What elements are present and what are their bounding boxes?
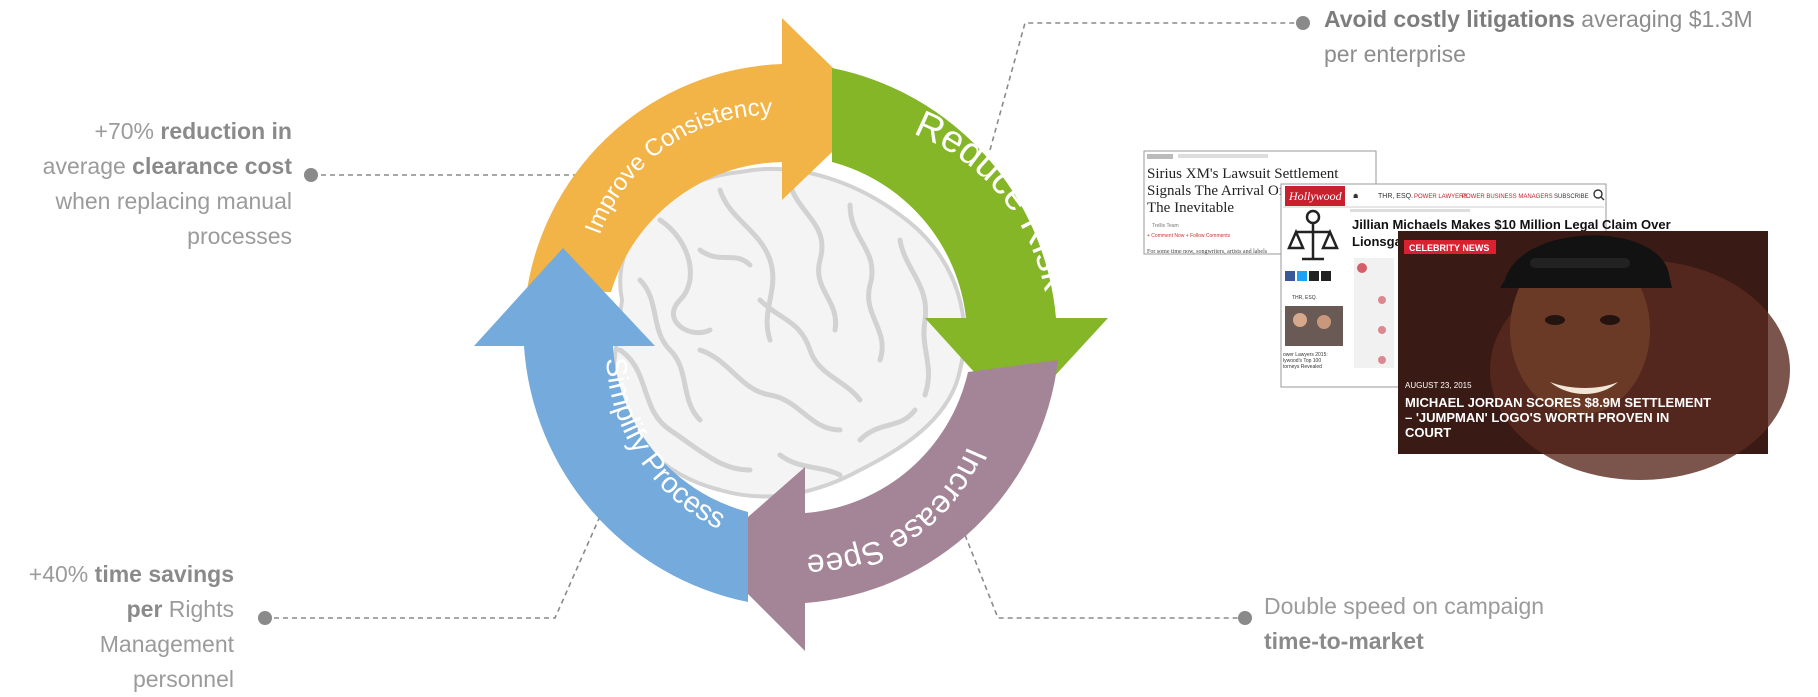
news-clippings: Sirius XM's Lawsuit Settlement Signals T… xyxy=(1143,150,1790,480)
article2-headline-1: Jillian Michaels Makes $10 Million Legal… xyxy=(1352,217,1671,232)
callout-line: Avoid costly litigations averaging $1.3M xyxy=(1324,2,1818,37)
article1-headline-3: The Inevitable xyxy=(1147,200,1234,216)
callout-line: time-to-market xyxy=(1264,624,1664,659)
callout-bold: time-to-market xyxy=(1264,628,1424,654)
callout-clearance-cost: +70% reduction in average clearance cost… xyxy=(0,114,292,254)
article2-side-label: THR, ESQ. xyxy=(1292,295,1317,301)
article3-badge: CELEBRITY NEWS xyxy=(1409,243,1489,253)
article1-byline: Trellis Team xyxy=(1152,223,1179,229)
article1-body: For some time now, songwriters, artists … xyxy=(1147,249,1268,255)
connector-top-right xyxy=(989,22,1300,151)
callout-text: Double speed on campaign xyxy=(1264,593,1545,619)
callout-line: per Rights xyxy=(0,592,234,627)
callout-text: average xyxy=(42,153,133,179)
share-icon xyxy=(1309,271,1319,281)
callout-line: when replacing manual xyxy=(0,184,292,219)
arrow-simplify-process xyxy=(474,248,748,602)
article3-date: AUGUST 23, 2015 xyxy=(1405,381,1472,390)
arrow-increase-speed xyxy=(707,360,1058,651)
article2-headline-2: Lionsgat xyxy=(1352,234,1407,249)
article2-caption-1: ower Lawyers 2015: xyxy=(1283,352,1328,358)
twitter-icon xyxy=(1297,271,1307,281)
article3-headline-2: – 'JUMPMAN' LOGO'S WORTH PROVEN IN xyxy=(1405,410,1669,425)
hollywood-nav-home: ☗ xyxy=(1353,193,1358,200)
callout-text: +70% xyxy=(94,118,161,144)
connector-dots xyxy=(258,16,1310,625)
dot-bottom-right xyxy=(1238,611,1252,625)
callout-line: personnel xyxy=(0,662,234,697)
arrow-improve-consistency xyxy=(527,18,876,292)
article1-links: + Comment Now + Follow Comments xyxy=(1147,233,1231,239)
scales-of-justice-icon xyxy=(1287,209,1339,261)
dot-top-left xyxy=(304,168,318,182)
callout-text: when replacing manual xyxy=(55,188,292,214)
email-icon xyxy=(1321,271,1331,281)
callout-line: processes xyxy=(0,219,292,254)
callout-text: averaging $1.3M xyxy=(1574,6,1753,32)
callout-text: Management xyxy=(99,631,234,657)
callout-line: +70% reduction in xyxy=(0,114,292,149)
callout-line: per enterprise xyxy=(1324,37,1818,72)
arrow-reduce-risk xyxy=(832,68,1108,418)
brain-illustration xyxy=(609,163,972,523)
hollywood-nav-3: POWER BUSINESS MANAGERS xyxy=(1462,194,1553,200)
article3-headline-3: COURT xyxy=(1405,425,1451,440)
callout-line: Management xyxy=(0,627,234,662)
callout-bold: clearance cost xyxy=(132,153,292,179)
hollywood-brand: Hollywood xyxy=(1288,189,1343,203)
article2-caption-3: torneys Revealed xyxy=(1283,364,1322,370)
article2-side-photo xyxy=(1285,306,1343,346)
callout-text: personnel xyxy=(132,666,234,692)
article1-headline-2: Signals The Arrival Of xyxy=(1147,183,1284,199)
hollywood-nav-4: SUBSCRIBE xyxy=(1554,194,1589,200)
article3-badge-bg xyxy=(1404,240,1496,254)
callout-line: average clearance cost xyxy=(0,149,292,184)
callout-bold: reduction in xyxy=(160,118,292,144)
callout-litigations: Avoid costly litigations averaging $1.3M… xyxy=(1324,2,1818,72)
callout-line: +40% time savings xyxy=(0,557,234,592)
connector-bottom-left xyxy=(265,504,606,619)
connector-lines xyxy=(265,22,1300,619)
hollywood-logo xyxy=(1285,186,1345,206)
hollywood-nav-1: THR, ESQ. xyxy=(1378,193,1413,200)
callout-text: processes xyxy=(187,223,292,249)
article3-headline-1: MICHAEL JORDAN SCORES $8.9M SETTLEMENT xyxy=(1405,395,1711,410)
hollywood-nav-2: POWER LAWYERS xyxy=(1414,194,1467,200)
facebook-icon xyxy=(1285,271,1295,281)
callout-text: Rights xyxy=(162,596,234,622)
callout-bold: time savings xyxy=(94,561,234,587)
search-icon xyxy=(1593,189,1603,199)
callout-bold: per xyxy=(126,596,163,622)
callout-time-to-market: Double speed on campaign time-to-market xyxy=(1264,589,1664,659)
cycle-arrows xyxy=(474,18,1108,651)
callout-time-savings: +40% time savings per Rights Management … xyxy=(0,557,234,697)
connector-bottom-right xyxy=(964,534,1242,619)
callout-text: per enterprise xyxy=(1324,41,1466,67)
dot-bottom-left xyxy=(258,611,272,625)
article1-headline-1: Sirius XM's Lawsuit Settlement xyxy=(1147,166,1339,182)
dot-top-right xyxy=(1296,16,1310,30)
callout-line: Double speed on campaign xyxy=(1264,589,1664,624)
callout-bold: Avoid costly litigations xyxy=(1324,6,1575,32)
callout-text: +40% xyxy=(28,561,95,587)
article2-caption-2: lywood's Top 100 xyxy=(1283,358,1321,364)
news-article-jordan: CELEBRITY NEWS AUGUST 23, 2015 MICHAEL J… xyxy=(1398,231,1790,480)
